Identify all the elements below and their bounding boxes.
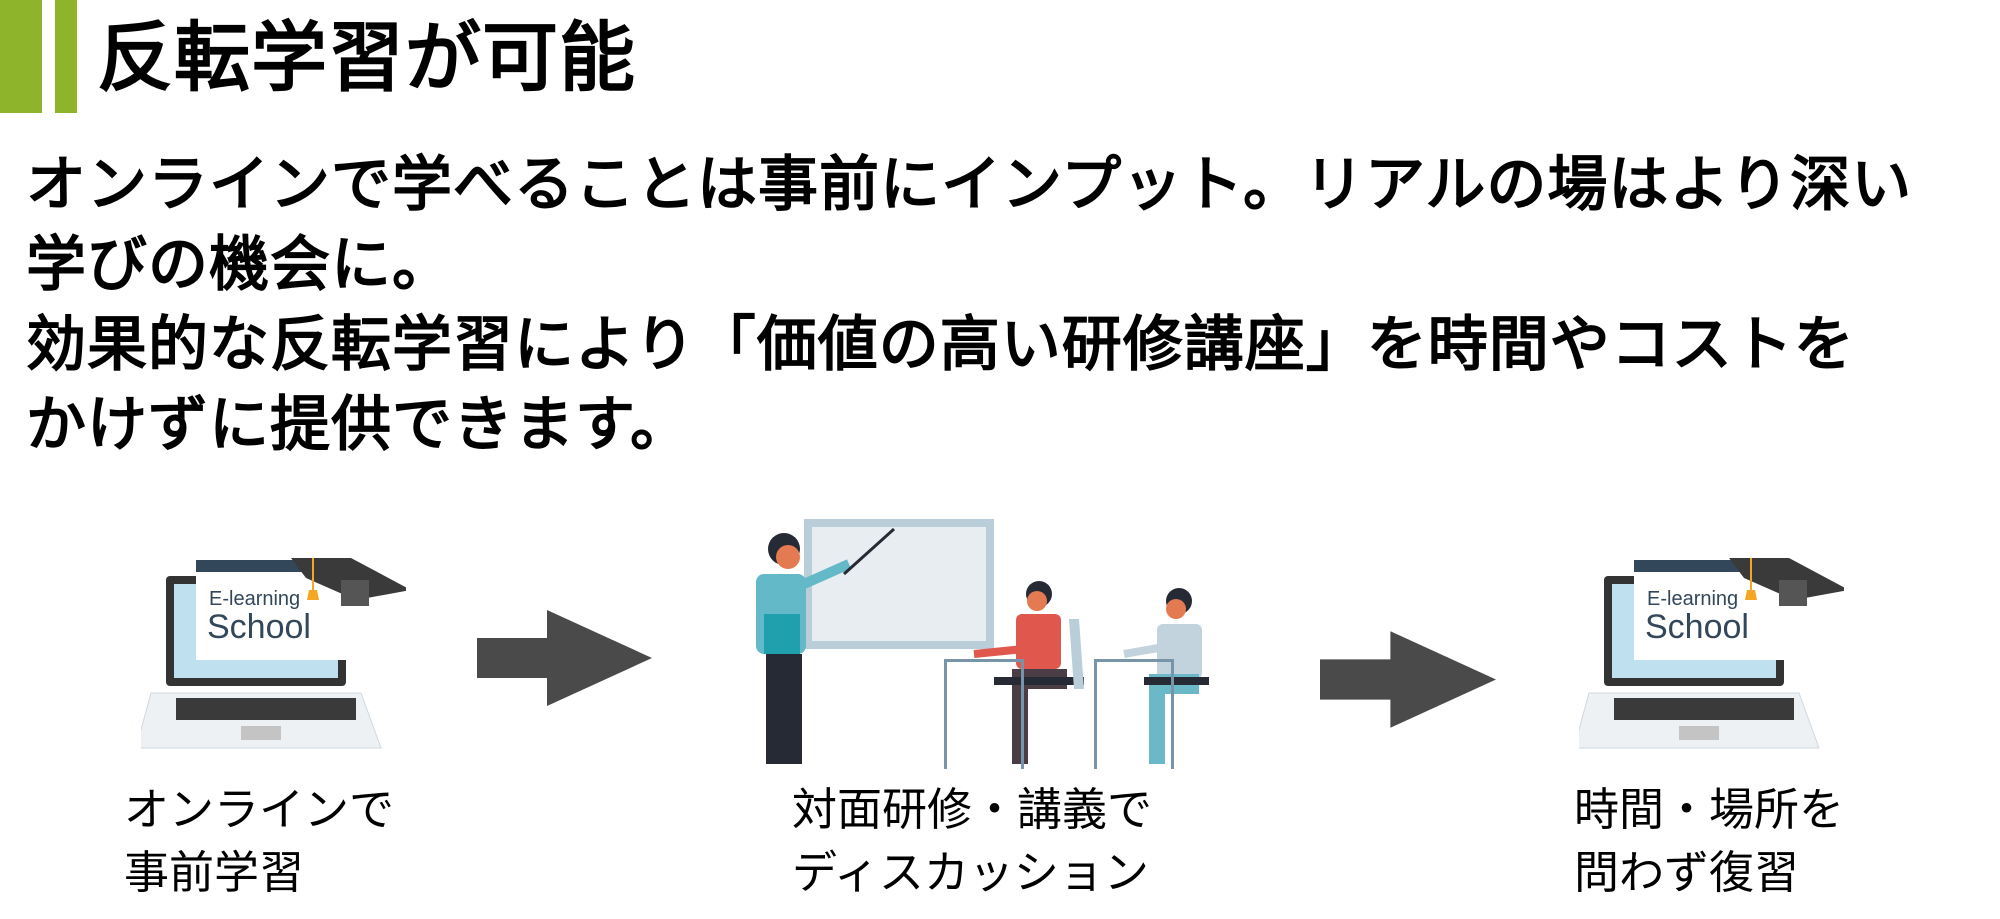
step-label-line: ディスカッション: [792, 846, 1149, 899]
page-title: 反転学習が可能: [97, 13, 636, 102]
arrow-right-icon: [1320, 631, 1496, 728]
step-label: 対面研修・講義で ディスカッション: [792, 778, 1152, 904]
elearning-laptop-icon: E-learning School: [141, 558, 406, 749]
screen-text: E-learning: [209, 588, 300, 610]
step-label-line: 問わず復習: [1574, 846, 1800, 899]
arrow-right-icon: [477, 610, 652, 706]
step-label-line: オンラインで: [124, 783, 395, 836]
screen-text: School: [1645, 608, 1749, 646]
step-label-line: 事前学習: [124, 846, 305, 899]
step-label-line: 時間・場所を: [1574, 783, 1845, 836]
screen-text: School: [207, 608, 311, 646]
description-line: オンラインで学べることは事前にインプット。リアルの場はより深い: [26, 150, 1913, 220]
accent-bar: [0, 0, 42, 113]
elearning-laptop-icon: E-learning School: [1579, 558, 1844, 749]
description-line: 効果的な反転学習により「価値の高い研修講座」を時間やコストを: [26, 310, 1855, 380]
description-line: 学びの機会に。: [26, 230, 453, 300]
step-label: オンラインで 事前学習: [124, 778, 394, 904]
accent-bar: [55, 0, 77, 113]
step-label: 時間・場所を 問わず復習: [1574, 778, 1844, 904]
step-label-line: 対面研修・講義で: [792, 783, 1153, 836]
description: オンラインで学べることは事前にインプット。リアルの場はより深い 学びの機会に。 …: [26, 145, 1912, 465]
classroom-lecture-illustration: [756, 519, 1209, 769]
screen-text: E-learning: [1647, 588, 1738, 610]
description-line: かけずに提供できます。: [26, 390, 691, 460]
